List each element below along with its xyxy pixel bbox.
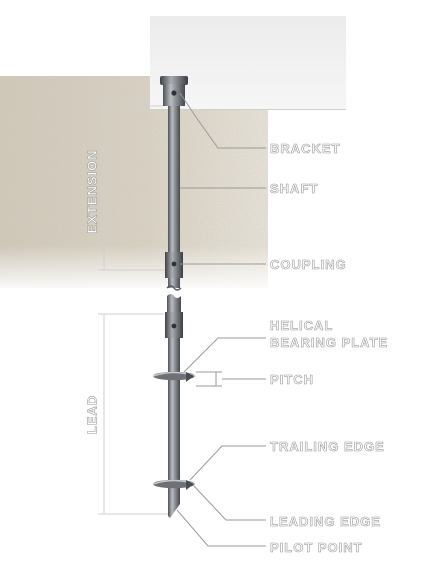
label-extension: EXTENSION bbox=[84, 149, 100, 234]
helical-plate-upper bbox=[152, 371, 196, 382]
extension-dimension bbox=[98, 105, 166, 271]
label-leading-edge: LEADING EDGE bbox=[270, 514, 381, 530]
label-shaft: SHAFT bbox=[270, 181, 319, 197]
lead-dimension bbox=[98, 313, 170, 515]
lead-shaft bbox=[168, 338, 180, 496]
leader-lines bbox=[176, 92, 266, 547]
lower-coupling bbox=[165, 312, 183, 338]
label-pitch: PITCH bbox=[270, 372, 314, 388]
coupling bbox=[165, 252, 183, 278]
label-coupling: COUPLING bbox=[270, 257, 347, 273]
pitch-dimension bbox=[196, 371, 222, 387]
bracket bbox=[160, 76, 188, 106]
label-lead: LEAD bbox=[84, 394, 100, 435]
label-bracket: BRACKET bbox=[270, 141, 341, 157]
pilot-point bbox=[168, 496, 180, 518]
shaft bbox=[168, 96, 180, 254]
helical-plate-lower bbox=[152, 479, 196, 490]
label-pilot-point: PILOT POINT bbox=[270, 540, 363, 556]
label-helical-line1: HELICAL bbox=[270, 318, 334, 334]
soil-block bbox=[0, 76, 268, 288]
label-trailing-edge: TRAILING EDGE bbox=[270, 439, 385, 455]
label-helical-line2: BEARING PLATE bbox=[270, 335, 389, 351]
